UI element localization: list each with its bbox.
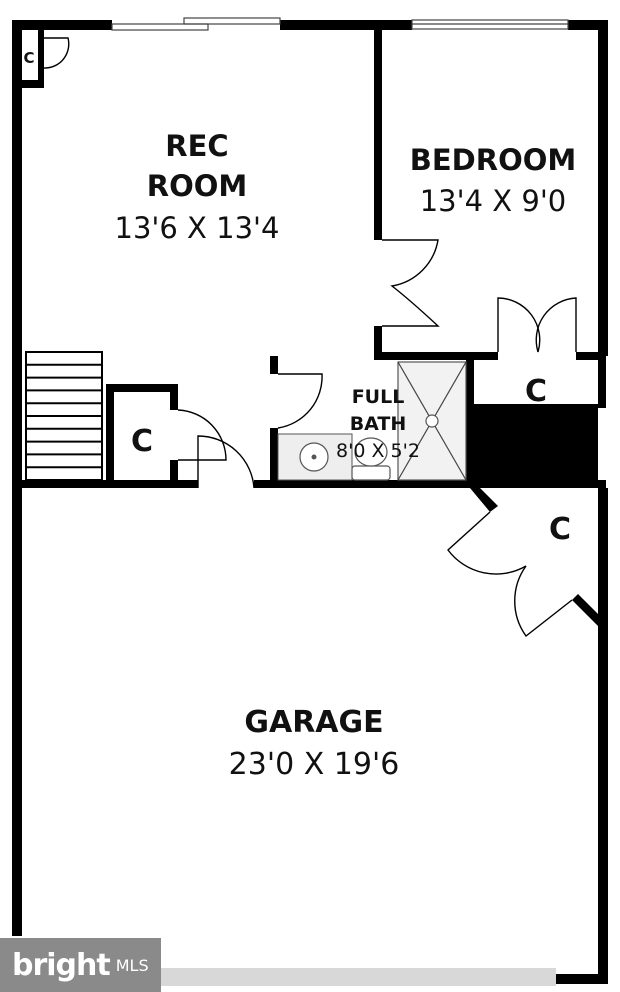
closet-label-under-stairs: C — [131, 424, 153, 459]
garage-size: 23'0 X 19'6 — [229, 747, 400, 782]
doors — [43, 37, 577, 638]
staircase — [25, 351, 103, 481]
closet-label-top-left: C — [23, 49, 34, 67]
bath-name-1: FULL — [352, 386, 405, 408]
rec-room-size: 13'6 X 13'4 — [115, 211, 280, 245]
mls-watermark: bright MLS — [0, 938, 161, 992]
rec-room-name-2: ROOM — [147, 169, 248, 203]
closet-label-garage: C — [549, 512, 571, 547]
walls — [12, 20, 608, 984]
room-labels: REC ROOM 13'6 X 13'4 BEDROOM 13'4 X 9'0 … — [23, 49, 576, 782]
garage-name: GARAGE — [244, 705, 383, 740]
bath-fixtures — [277, 361, 467, 481]
closet-label-right-mid: C — [525, 374, 547, 409]
bottom-strip — [160, 968, 556, 986]
bath-size: 8'0 X 5'2 — [336, 440, 420, 462]
bedroom-name: BEDROOM — [410, 143, 576, 177]
watermark-suffix: MLS — [115, 955, 149, 975]
rec-room-name-1: REC — [165, 129, 228, 163]
toilet-icon — [351, 465, 391, 481]
windows — [111, 17, 569, 31]
watermark-brand: bright — [12, 947, 111, 983]
bath-name-2: BATH — [350, 413, 407, 435]
bedroom-size: 13'4 X 9'0 — [420, 184, 567, 218]
